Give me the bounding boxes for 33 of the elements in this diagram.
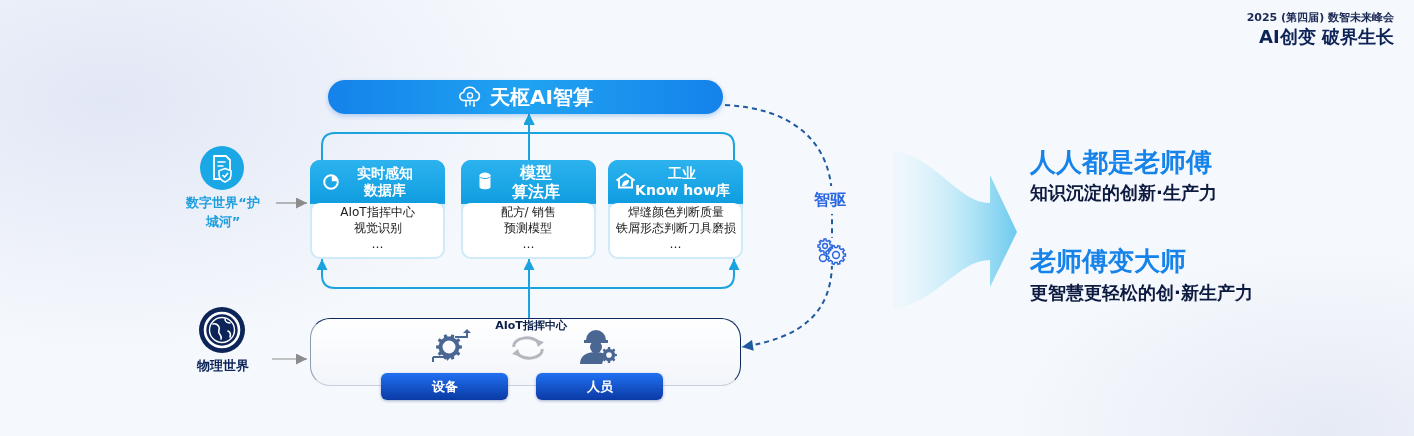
panel-title: AIoT指挥中心 — [494, 319, 568, 333]
edge-label: 智驱 — [811, 186, 849, 214]
list-item: 铁屑形态判断刀具磨损 — [615, 220, 736, 236]
layer-label: 数字世界“护城河” — [170, 193, 276, 233]
list-item: 视觉识别 — [353, 220, 402, 236]
subheading: 知识沉淀的创新·生产力 — [1030, 181, 1217, 205]
card-title: 工业 Know how库 — [635, 164, 730, 199]
arrow — [275, 197, 308, 209]
title-banner — [328, 80, 723, 114]
category-tag: 人员 — [536, 373, 663, 400]
subheading: 更智慧更轻松的创·新生产力 — [1030, 281, 1253, 305]
library-card — [608, 160, 743, 259]
list-item: … — [669, 236, 682, 252]
arrow — [528, 258, 740, 319]
banner-title: 天枢AI智算 — [490, 85, 593, 109]
list-item: … — [522, 236, 535, 252]
heading: 人人都是老师傅 — [1030, 146, 1212, 178]
list-item: 焊缝颜色判断质量 — [627, 204, 724, 220]
library-card — [461, 160, 596, 259]
category-tag: 设备 — [381, 373, 508, 400]
card-title: 实时感知数据库 — [356, 164, 413, 199]
arrow — [271, 353, 308, 365]
list-item: 配方/ 销售预测模型 — [500, 204, 557, 236]
dashed-arrow — [724, 104, 833, 351]
arrow — [523, 113, 735, 161]
event-title: 2025 (第四届) 数智未来峰会 — [1245, 11, 1394, 25]
heading: 老师傅变大师 — [1030, 245, 1186, 277]
layer-label: 物理世界 — [174, 356, 272, 378]
list-item: … — [371, 236, 384, 252]
card-title: 模型算法库 — [511, 162, 560, 201]
slogan: AI创变 破界生长 — [1258, 25, 1394, 49]
list-item: AIoT指挥中心 — [340, 204, 415, 220]
library-card — [310, 160, 445, 259]
